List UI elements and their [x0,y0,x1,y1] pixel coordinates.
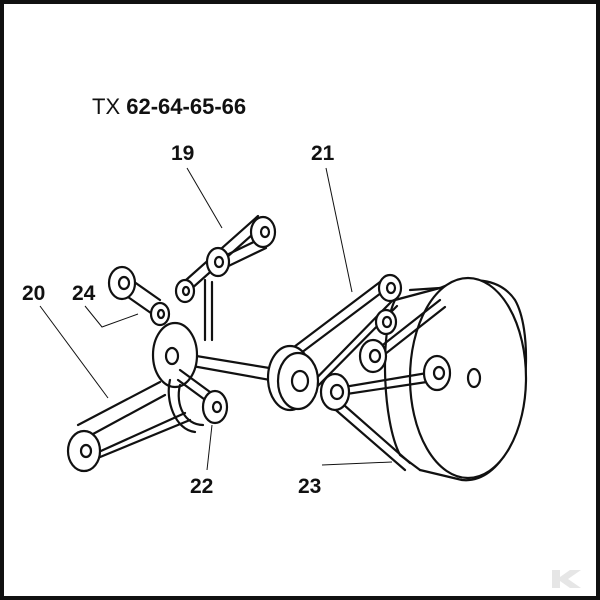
diagram-title: TX 62-64-65-66 [92,94,246,120]
left-drive-pulley [151,321,205,434]
leader-lines [39,167,393,471]
title-prefix: TX [92,94,121,119]
callout-24: 24 [72,282,96,305]
leader-24 [84,305,139,328]
belt-19 [174,214,277,342]
belt-22 [176,368,229,425]
callout-20: 20 [22,282,46,305]
belt-24 [107,265,171,327]
large-pulley [383,276,528,482]
watermark-logo [552,570,581,588]
callout-23: 23 [298,475,322,498]
callout-22: 22 [190,475,214,498]
leader-22 [206,424,213,471]
idler-pulleys-21 [358,273,452,392]
belt-20 [66,380,192,473]
title-models: 62-64-65-66 [126,94,247,119]
middle-pulley [266,344,351,412]
callout-21: 21 [311,142,335,165]
leader-20 [39,305,109,399]
leader-23 [321,461,393,466]
leader-21 [325,167,353,293]
callout-19: 19 [171,142,195,165]
leader-19 [186,167,223,229]
